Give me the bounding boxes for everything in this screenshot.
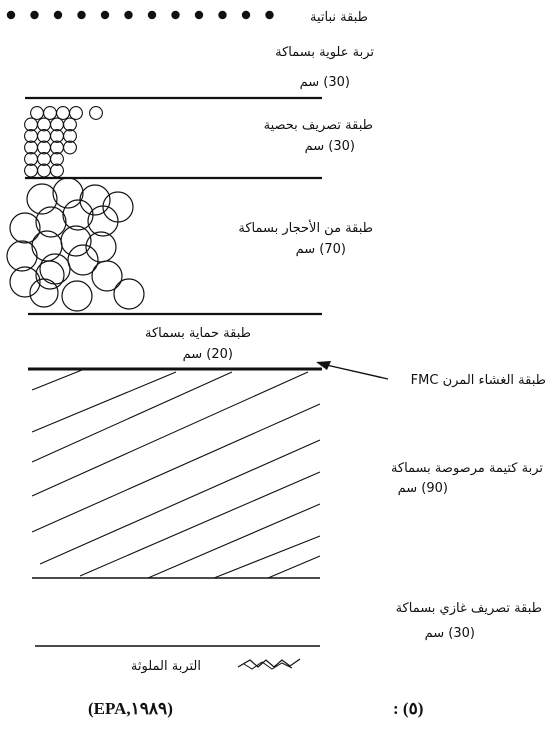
- label-gravel-drainage-thickness: (30) سم: [304, 139, 355, 154]
- vegetation-dot: [100, 10, 110, 20]
- label-topsoil-layer: تربة علوية بسماكة: [275, 45, 374, 60]
- gravel-circle: [37, 129, 51, 143]
- membrane-pointer-arrow-shaft: [321, 363, 389, 380]
- gravel-circle: [24, 129, 38, 143]
- gravel-circle: [37, 163, 51, 178]
- gravel-circle: [50, 152, 64, 166]
- vegetation-dot: [241, 10, 251, 20]
- hatch-line: [31, 403, 321, 533]
- stone-circle: [9, 266, 41, 298]
- stone-circle: [62, 199, 94, 231]
- label-gas-drainage-thickness: (30) سم: [424, 626, 475, 641]
- label-flexible-membrane: طبقة الغشاء المرن FMC: [410, 373, 546, 388]
- label-stone-layer: طبقة من الأحجار بسماكة: [238, 221, 373, 236]
- hatch-line: [31, 371, 233, 463]
- hatch-line: [39, 439, 321, 565]
- label-gas-drainage-layer: طبقة تصريف غازي بسماكة: [395, 601, 542, 616]
- gravel-circle: [43, 106, 57, 120]
- label-protection-layer: طبقة حماية بسماكة: [144, 326, 251, 341]
- stone-circle: [60, 225, 92, 257]
- stone-circle: [52, 177, 84, 209]
- gravel-circle: [37, 152, 51, 166]
- gravel-drainage-circles: [24, 106, 103, 178]
- label-topsoil-thickness: (30) سم: [299, 75, 350, 90]
- gravel-circle: [63, 140, 77, 155]
- vegetation-dot: [77, 10, 86, 20]
- gravel-circle: [50, 163, 64, 178]
- gravel-circle: [50, 117, 64, 132]
- label-stone-thickness: (70) سم: [295, 242, 346, 257]
- stone-circle: [9, 212, 41, 244]
- stone-layer-circles: [6, 177, 145, 312]
- stone-circle: [91, 260, 123, 292]
- stone-circle: [113, 278, 145, 310]
- stone-circle: [29, 278, 59, 308]
- vegetation-dot: [6, 10, 16, 20]
- gravel-circle: [63, 129, 77, 143]
- gravel-circle: [24, 117, 38, 132]
- hatch-line: [79, 471, 321, 577]
- gravel-circle: [30, 106, 44, 120]
- contaminated-soil-zigzag: [237, 658, 301, 668]
- label-contaminated-soil: التربة الملوثة: [130, 659, 201, 674]
- gravel-circle: [37, 117, 51, 132]
- gravel-circle: [37, 140, 51, 155]
- gravel-circle: [50, 140, 64, 155]
- hatch-line: [31, 371, 309, 497]
- label-compacted-clay-layer: تربة كتيمة مرصوصة بسماكة: [390, 461, 543, 476]
- label-vegetation-layer: طبقة نباتية: [310, 10, 368, 25]
- membrane-pointer-arrowhead: [316, 361, 331, 370]
- label-compacted-clay-thickness: (90) سم: [397, 481, 448, 496]
- gravel-circle: [69, 106, 83, 120]
- stone-circle: [67, 244, 99, 276]
- hatch-line: [31, 369, 83, 391]
- stone-circle: [79, 184, 111, 216]
- vegetation-dots: [6, 10, 274, 20]
- vegetation-dot: [124, 10, 133, 20]
- stone-circle: [26, 183, 58, 215]
- gravel-circle: [24, 152, 38, 166]
- gravel-circle: [50, 129, 64, 143]
- gravel-circle: [63, 117, 77, 132]
- hatch-line: [31, 371, 177, 433]
- vegetation-dot: [30, 10, 39, 20]
- vegetation-dot: [218, 10, 227, 20]
- hatch-line: [213, 535, 321, 579]
- vegetation-dot: [194, 10, 204, 20]
- hatch-line: [147, 503, 321, 579]
- gravel-circle: [56, 106, 70, 120]
- figure-source-caption: (EPA,١٩٨٩): [88, 699, 173, 718]
- label-gravel-drainage-layer: طبقة تصريف بحصية: [263, 118, 373, 133]
- vegetation-dot: [265, 10, 274, 20]
- gravel-circle: [89, 106, 103, 120]
- figure-number-caption: : (٥): [393, 699, 424, 718]
- stone-circle: [35, 260, 65, 290]
- compacted-clay-hatching: [31, 369, 321, 579]
- vegetation-dot: [171, 10, 180, 20]
- contaminated-soil-zigzag-2: [243, 661, 293, 670]
- stone-circle: [35, 206, 67, 238]
- gravel-circle: [24, 140, 38, 155]
- stone-circle: [6, 240, 38, 272]
- stone-circle: [61, 280, 93, 312]
- hatch-line: [267, 555, 321, 579]
- label-protection-thickness: (20) سم: [182, 347, 233, 362]
- vegetation-dot: [53, 10, 63, 20]
- stone-circle: [87, 205, 119, 237]
- vegetation-dot: [147, 10, 157, 20]
- gravel-circle: [24, 163, 38, 178]
